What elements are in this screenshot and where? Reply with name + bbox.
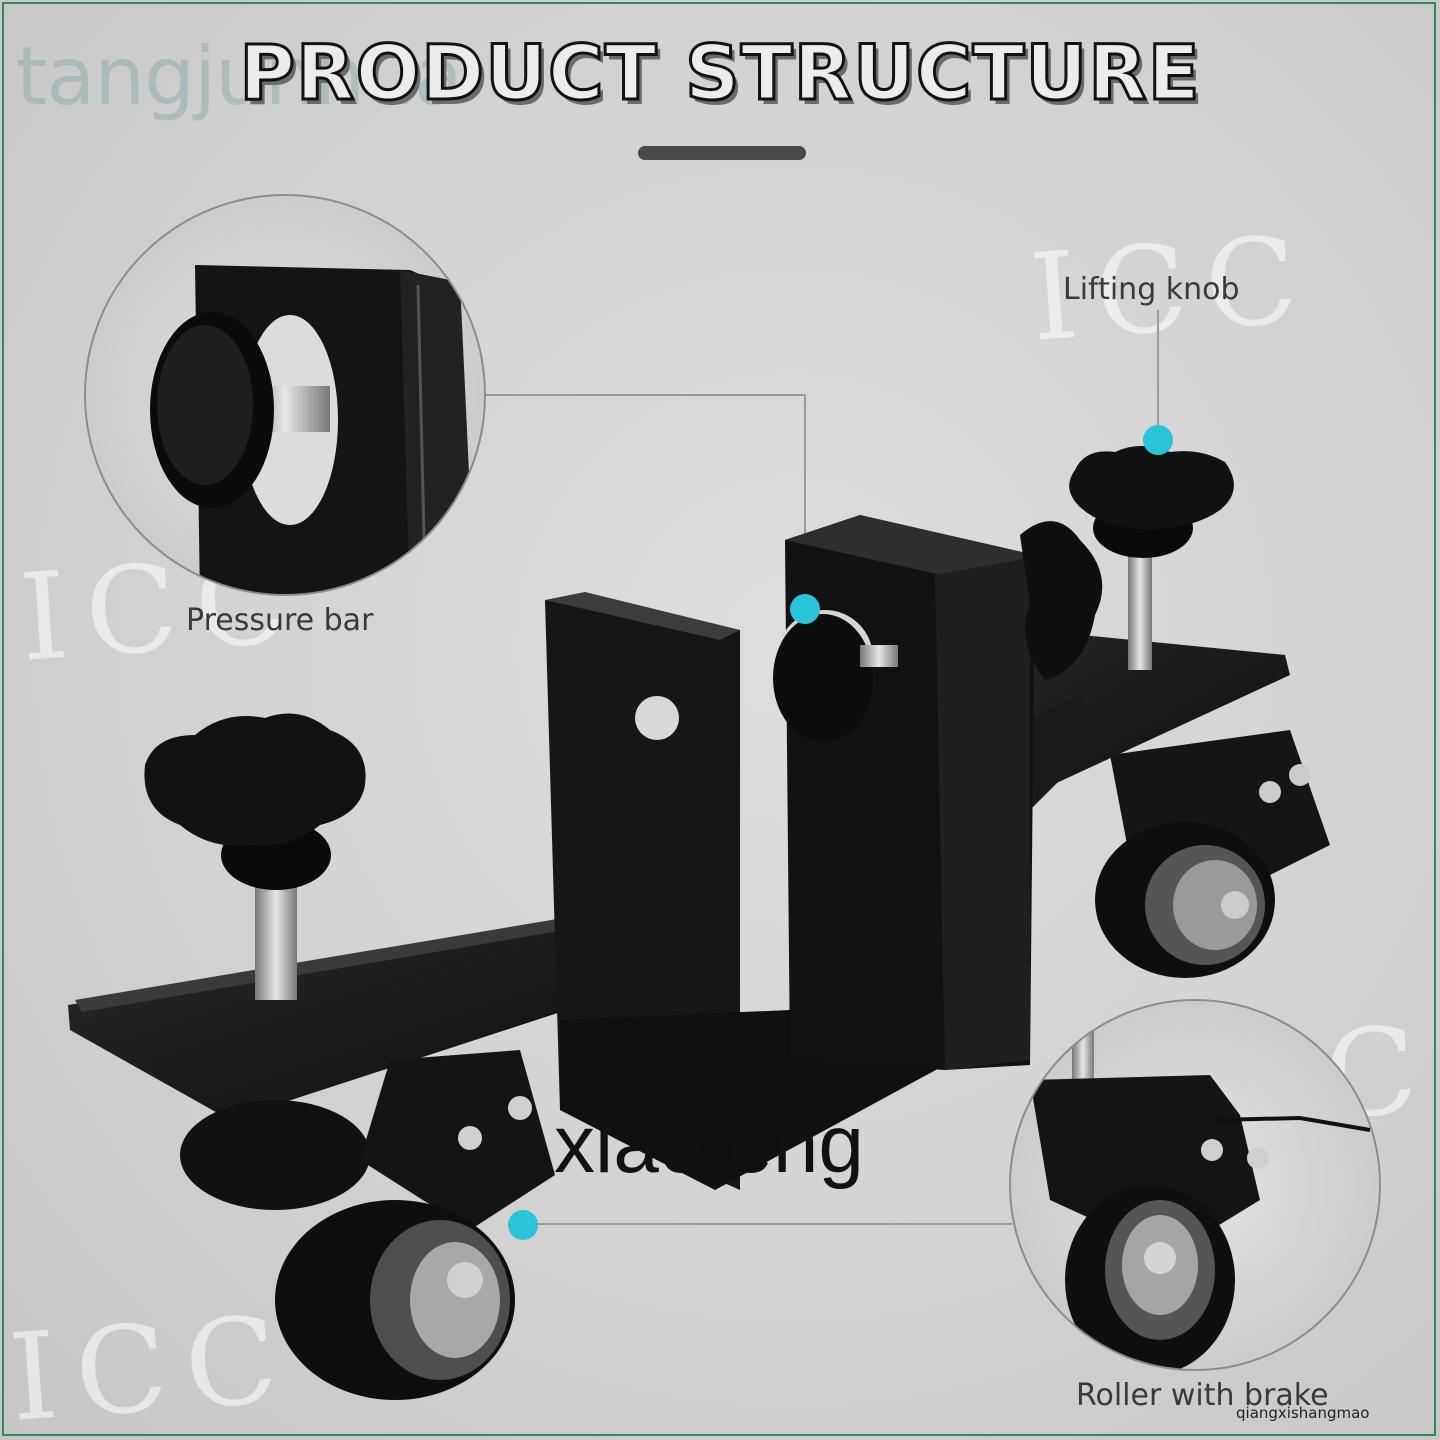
label-roller-with-brake: Roller with brake (1076, 1378, 1329, 1413)
detail-circle-roller (1009, 999, 1381, 1371)
caster-right (1095, 730, 1330, 978)
star-knob-left (144, 713, 366, 1000)
caster-left (180, 1050, 555, 1400)
label-lifting-knob: Lifting knob (1063, 272, 1240, 307)
detail-circle-pressure-bar (84, 194, 486, 596)
label-pressure-bar: Pressure bar (186, 603, 374, 638)
corner-watermark: qiangxishangmao (1236, 1404, 1370, 1422)
page-title: PRODUCT STRUCTURE (238, 27, 1201, 119)
bracket-body (68, 515, 1290, 1190)
marker-dot-roller (508, 1210, 538, 1240)
marker-dot-lifting-knob (1143, 425, 1173, 455)
lifting-knob-right (1069, 446, 1234, 670)
marker-dots (508, 425, 1173, 1240)
overlay-watermark-text: xiaofeng (554, 1099, 865, 1190)
title-underline (638, 146, 806, 160)
marker-dot-pressure-bar (790, 594, 820, 624)
top-watermark: tangjunhua (16, 30, 463, 123)
